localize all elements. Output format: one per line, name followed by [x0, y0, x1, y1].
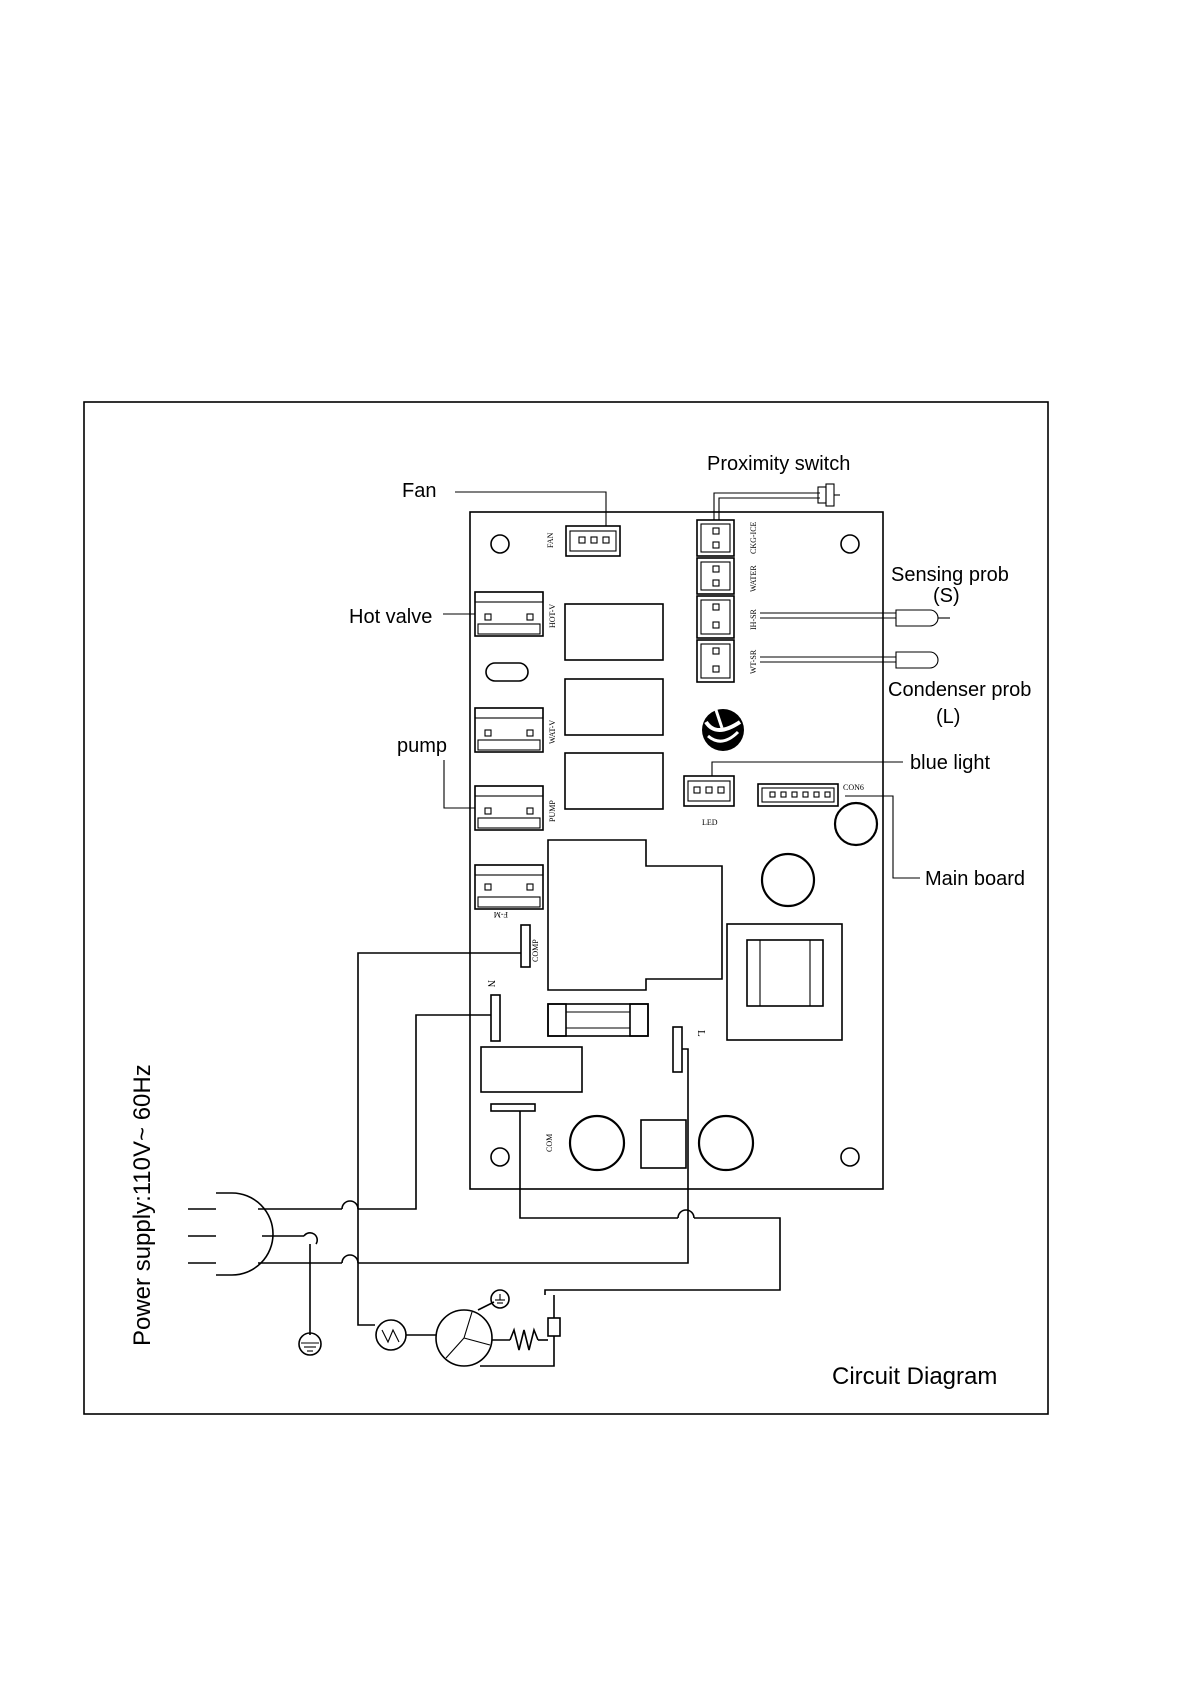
condenser-probe — [760, 652, 938, 668]
pcb-mark-water: WATER — [749, 565, 758, 592]
pcb-mark-wt-sr: WT-SR — [749, 649, 758, 674]
relay-3 — [565, 753, 663, 809]
label-condenser-prob-code: (L) — [936, 706, 960, 728]
con6-connector: CON6 — [758, 783, 864, 806]
external-wiring — [188, 953, 780, 1366]
capacitor-4 — [699, 1116, 753, 1170]
pcb-mark-l: L — [695, 1030, 707, 1037]
label-main-board: Main board — [925, 868, 1025, 890]
fan-connector: FAN — [546, 526, 620, 556]
blue-light-leader — [712, 762, 903, 776]
comp-terminal: COMP — [521, 925, 540, 967]
label-proximity-switch: Proximity switch — [707, 453, 850, 475]
pcb-mark-hot-v: HOT-V — [548, 604, 557, 628]
hot-valve-connector: HOT-V — [475, 592, 557, 636]
ckg-ice-connector: CKG-ICE — [697, 520, 758, 556]
sensing-probe — [760, 610, 950, 626]
pcb-mark-con6: CON6 — [843, 783, 864, 792]
proximity-switch — [714, 484, 840, 520]
pcb-mark-comp: COMP — [531, 939, 540, 962]
label-sensing-prob-code: (S) — [933, 585, 960, 607]
pcb-mark-led: LED — [702, 818, 718, 827]
label-pump: pump — [397, 735, 447, 757]
label-condenser-prob: Condenser prob — [888, 679, 1031, 701]
pcb-mark-ih-sr: IH-SR — [749, 608, 758, 630]
n-terminal: N — [485, 980, 500, 1041]
fan-motor-connector: F-M — [475, 865, 543, 919]
power-relay — [481, 1047, 582, 1092]
com-terminal: COM — [491, 1104, 554, 1152]
ih-sr-connector: IH-SR — [697, 596, 758, 638]
power-supply-label: Power supply:110V~ 60Hz — [129, 1064, 156, 1346]
pcb-mark-ckg-ice: CKG-ICE — [749, 521, 758, 554]
heatsink-block — [548, 840, 722, 990]
label-sensing-prob: Sensing prob — [891, 564, 1009, 586]
brand-logo-icon — [702, 709, 744, 751]
pump-connector: PUMP — [475, 786, 557, 830]
water-valve-connector: WAT-V — [475, 708, 557, 752]
label-hot-valve: Hot valve — [349, 606, 432, 628]
transformer — [727, 924, 842, 1040]
relay-2 — [565, 679, 663, 735]
wt-sr-connector: WT-SR — [697, 640, 758, 682]
fuse — [548, 1004, 648, 1036]
pcb-mark-pump: PUMP — [548, 800, 557, 822]
pcb-mark-fan: FAN — [546, 532, 555, 548]
pcb-mark-wat-v: WAT-V — [548, 720, 557, 744]
led-connector: LED — [684, 776, 734, 827]
regulator-chip — [641, 1120, 686, 1168]
capacitor-2 — [762, 854, 814, 906]
pcb-mark-n: N — [485, 980, 496, 987]
label-blue-light: blue light — [910, 752, 991, 774]
water-connector: WATER — [697, 558, 758, 594]
capacitor-1 — [835, 803, 877, 845]
pcb-mark-f-m: F-M — [494, 910, 508, 919]
pcb-mark-com: COM — [545, 1134, 554, 1152]
label-fan: Fan — [402, 480, 436, 502]
relay-1 — [565, 604, 663, 660]
diagram-title: Circuit Diagram — [832, 1363, 997, 1390]
fan-leader — [455, 492, 606, 526]
l-terminal: L — [673, 1027, 707, 1072]
buzzer — [486, 663, 528, 681]
capacitor-3 — [570, 1116, 624, 1170]
